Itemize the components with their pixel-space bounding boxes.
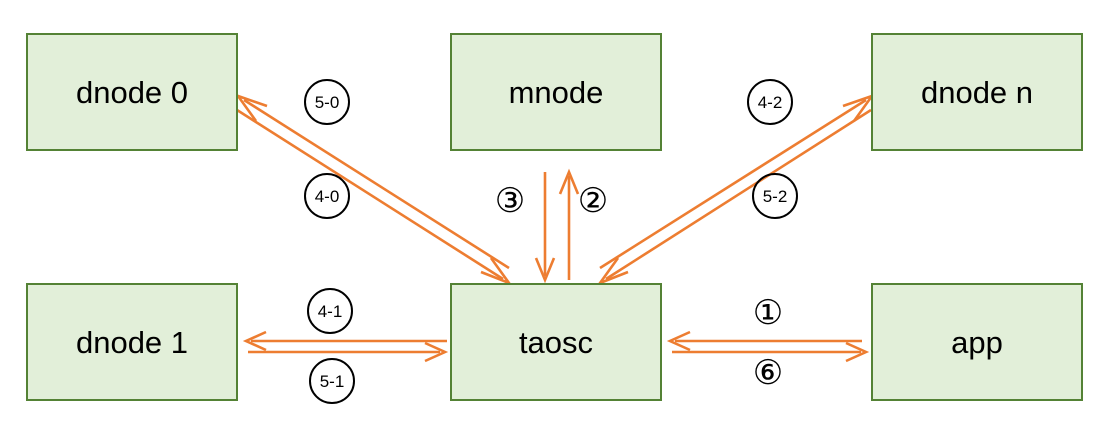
edge-label-4-2: 4-2 <box>747 79 793 125</box>
edge-3 <box>534 172 556 284</box>
node-label-dnode-1: dnode 1 <box>75 324 189 360</box>
edge-label-6: ⑥ <box>748 353 788 393</box>
node-label-taosc: taosc <box>518 324 594 360</box>
edge-label-2-text: ② <box>577 181 609 221</box>
node-mnode[interactable]: mnode <box>450 33 662 151</box>
edge-label-5-1: 5-1 <box>309 358 355 404</box>
node-dnode-1[interactable]: dnode 1 <box>26 283 238 401</box>
node-app[interactable]: app <box>871 283 1083 401</box>
edge-label-4-0: 4-0 <box>304 173 350 219</box>
edge-label-5-2-text: 5-2 <box>762 186 788 206</box>
edge-1 <box>666 330 862 352</box>
edge-label-4-1-text: 4-1 <box>317 301 343 321</box>
edge-5-0 <box>234 93 510 270</box>
edge-label-5-2: 5-2 <box>752 173 798 219</box>
node-taosc[interactable]: taosc <box>450 283 662 401</box>
edge-label-4-1: 4-1 <box>307 288 353 334</box>
edge-5-1 <box>248 341 449 363</box>
edge-label-4-0-text: 4-0 <box>314 186 340 206</box>
edge-2 <box>558 168 580 280</box>
edge-label-4-2-text: 4-2 <box>757 92 783 112</box>
node-label-app: app <box>951 324 1003 360</box>
edge-label-5-0-text: 5-0 <box>314 92 340 112</box>
edge-label-5-1-text: 5-1 <box>319 371 345 391</box>
edge-4-1 <box>242 330 447 352</box>
edge-6 <box>672 341 870 363</box>
node-dnode-n[interactable]: dnode n <box>871 33 1083 151</box>
edge-label-2: ② <box>573 181 613 221</box>
node-label-dnode-n: dnode n <box>920 74 1034 110</box>
node-label-mnode: mnode <box>508 74 604 110</box>
edge-label-3-text: ③ <box>494 181 526 221</box>
edge-label-1: ① <box>748 293 788 333</box>
edge-label-6-text: ⑥ <box>752 353 784 393</box>
edge-label-1-text: ① <box>752 293 784 333</box>
edge-label-5-0: 5-0 <box>304 79 350 125</box>
node-label-dnode-0: dnode 0 <box>75 74 189 110</box>
node-dnode-0[interactable]: dnode 0 <box>26 33 238 151</box>
edge-label-3: ③ <box>490 181 530 221</box>
